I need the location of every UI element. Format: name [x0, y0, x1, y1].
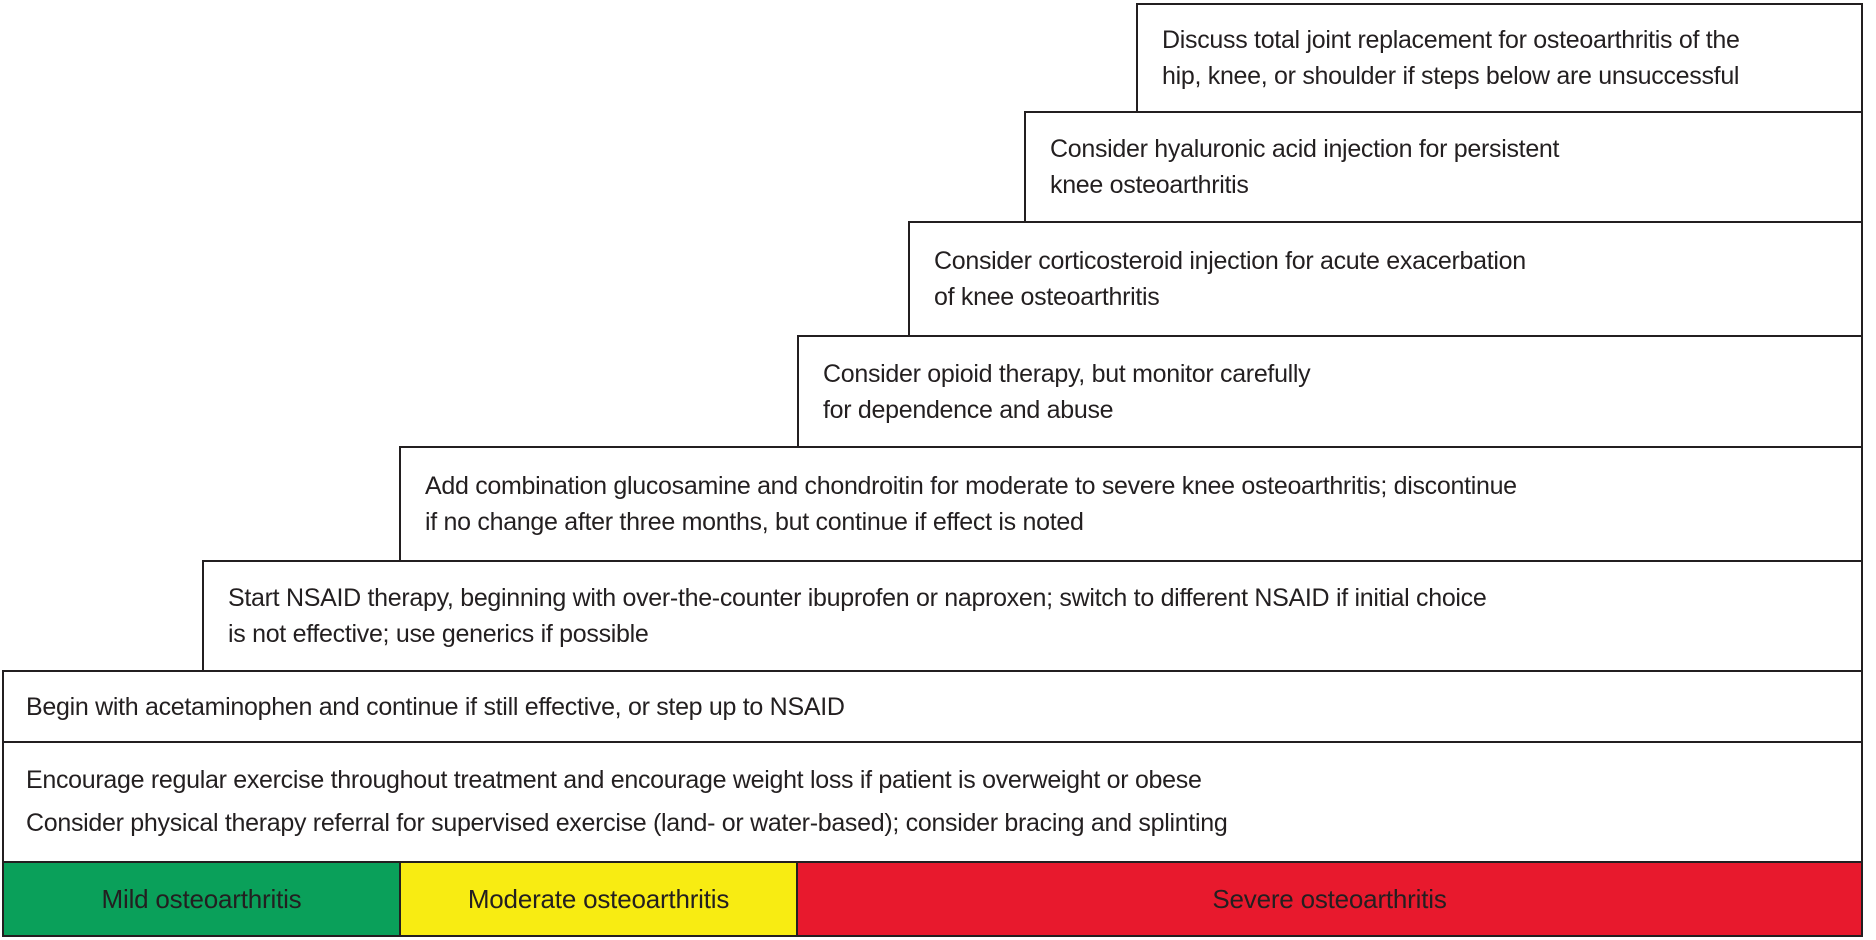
severity-band-label: Moderate osteoarthritis	[467, 883, 730, 914]
step-corticosteroid: Consider corticosteroid injection for ac…	[908, 221, 1863, 337]
step-hyaluronic-acid: Consider hyaluronic acid injection for p…	[1024, 111, 1863, 223]
severity-band-mild: Mild osteoarthritis	[4, 863, 399, 935]
step-text-line: hip, knee, or shoulder if steps below ar…	[1162, 62, 1740, 90]
step-text-line: of knee osteoarthritis	[934, 283, 1160, 311]
step-glucosamine-chondroitin: Add combination glucosamine and chondroi…	[399, 446, 1863, 562]
step-text-line: is not effective; use generics if possib…	[228, 620, 649, 648]
step-joint-replacement: Discuss total joint replacement for oste…	[1136, 3, 1863, 113]
step-text-line: Consider physical therapy referral for s…	[26, 809, 1228, 837]
step-text-line: Begin with acetaminophen and continue if…	[26, 692, 845, 721]
severity-band-moderate: Moderate osteoarthritis	[399, 863, 796, 935]
severity-bar: Mild osteoarthritis Moderate osteoarthri…	[2, 861, 1863, 937]
step-exercise-physical-therapy: Encourage regular exercise throughout tr…	[2, 741, 1863, 863]
severity-band-label: Mild osteoarthritis	[101, 883, 302, 914]
step-text-line: knee osteoarthritis	[1050, 171, 1249, 199]
step-opioid: Consider opioid therapy, but monitor car…	[797, 335, 1863, 448]
step-text-line: Consider hyaluronic acid injection for p…	[1050, 135, 1560, 163]
severity-band-severe: Severe osteoarthritis	[796, 863, 1861, 935]
severity-band-label: Severe osteoarthritis	[1212, 883, 1447, 914]
step-nsaid: Start NSAID therapy, beginning with over…	[202, 560, 1863, 672]
step-text-line: for dependence and abuse	[823, 395, 1114, 424]
step-text-line: if no change after three months, but con…	[425, 508, 1084, 536]
step-text-line: Encourage regular exercise throughout tr…	[26, 766, 1202, 794]
step-text-line: Consider opioid therapy, but monitor car…	[823, 359, 1311, 388]
step-acetaminophen: Begin with acetaminophen and continue if…	[2, 670, 1863, 743]
step-text-line: Start NSAID therapy, beginning with over…	[228, 584, 1487, 612]
step-text-line: Consider corticosteroid injection for ac…	[934, 247, 1526, 275]
step-text-line: Discuss total joint replacement for oste…	[1162, 26, 1740, 54]
step-text-line: Add combination glucosamine and chondroi…	[425, 472, 1517, 500]
